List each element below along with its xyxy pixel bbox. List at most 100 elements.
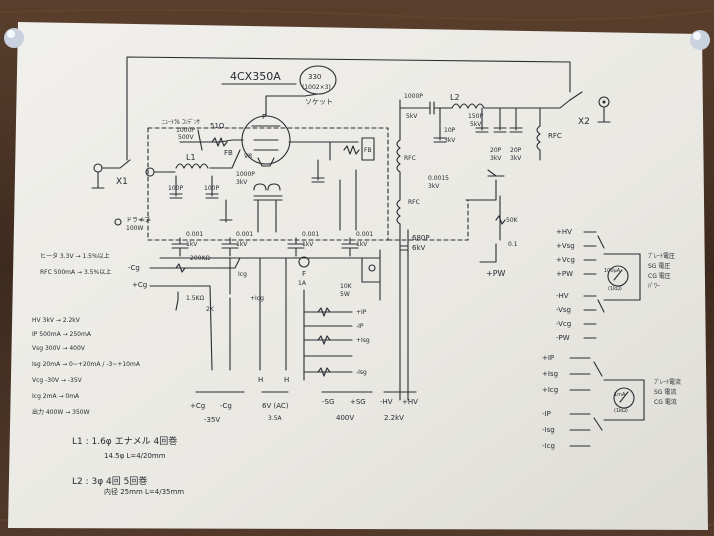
svg-text:1000P: 1000P	[236, 171, 255, 178]
svg-text:1kV: 1kV	[356, 241, 368, 248]
coil-l1-label: L1	[186, 153, 196, 162]
svg-text:0.001: 0.001	[356, 231, 373, 238]
cap-680-label: 680P	[412, 234, 430, 242]
plate-choke-label: 330	[308, 73, 321, 81]
coil-l1	[175, 163, 209, 169]
relay-bypass-wire	[126, 56, 571, 161]
svg-text:+Cg: +Cg	[190, 402, 205, 410]
heater-note: ヒータ 3.3V → 1.5%以上	[40, 252, 110, 260]
svg-text:出力 400W → 350W: 出力 400W → 350W	[32, 408, 90, 416]
tube-type-label: 4CX350A	[230, 70, 281, 83]
svg-text:H: H	[258, 376, 263, 384]
svg-text:-Vcg: -Vcg	[556, 320, 571, 328]
coil-l2	[451, 99, 571, 109]
svg-text:内径 25mm L=4/35mm: 内径 25mm L=4/35mm	[104, 487, 184, 496]
heater-voltage-label: 6V (AC)	[262, 402, 289, 410]
svg-text:3kV: 3kV	[236, 179, 248, 186]
svg-text:1000P: 1000P	[404, 93, 423, 100]
schematic-drawing: 4CX350A 330 (1002×3) ソケット P X1 ﾆｭｰﾄﾗﾙ ｺﾝ…	[32, 56, 681, 496]
current-meter	[613, 387, 635, 409]
pos-cg-term: +Cg	[132, 281, 147, 289]
svg-text:20P: 20P	[490, 147, 502, 154]
svg-text:HV 3kV → 2.2kV: HV 3kV → 2.2kV	[32, 317, 81, 324]
svg-text:+HV: +HV	[556, 228, 572, 236]
socket-label: ソケット	[305, 98, 333, 106]
svg-text:1000P: 1000P	[176, 127, 195, 134]
svg-text:H: H	[284, 376, 289, 384]
svg-text:ﾌﾟﾚｰﾄ電圧: ﾌﾟﾚｰﾄ電圧	[648, 253, 675, 260]
svg-text:50K: 50K	[506, 217, 519, 224]
svg-text:1kV: 1kV	[236, 241, 248, 248]
svg-text:10P: 10P	[444, 127, 456, 134]
hv-voltage-label: 2.2kV	[384, 414, 404, 422]
fb-label: FB	[224, 149, 233, 157]
svg-text:3kV: 3kV	[428, 183, 440, 190]
svg-text:5kV: 5kV	[406, 113, 418, 120]
svg-text:ﾊﾟﾜｰ: ﾊﾟﾜｰ	[648, 283, 660, 290]
svg-text:-Vsg: -Vsg	[556, 306, 571, 314]
svg-text:Vcg -30V → -35V: Vcg -30V → -35V	[32, 377, 83, 384]
svg-text:IP 500mA → 250mA: IP 500mA → 250mA	[32, 331, 92, 338]
res-51-label: 51Ω	[210, 122, 225, 130]
svg-text:SG 電圧: SG 電圧	[648, 263, 670, 270]
svg-text:+Icg: +Icg	[250, 295, 264, 302]
svg-text:500V: 500V	[178, 134, 194, 141]
svg-text:ﾌﾟﾚｰﾄ電流: ﾌﾟﾚｰﾄ電流	[654, 378, 681, 386]
svg-text:Icg: Icg	[238, 271, 247, 278]
svg-text:-SG: -SG	[322, 398, 334, 406]
fuse-label: F	[302, 270, 306, 278]
svg-text:+IP: +IP	[356, 309, 367, 316]
svg-text:(1kΩ): (1kΩ)	[614, 408, 628, 414]
svg-text:RFC: RFC	[404, 155, 416, 162]
sg-voltage-label: 400V	[336, 414, 354, 422]
svg-text:3kV: 3kV	[510, 155, 522, 162]
svg-text:+Isg: +Isg	[542, 370, 558, 378]
svg-text:+HV: +HV	[402, 398, 418, 406]
svg-text:+Vsg: +Vsg	[556, 242, 575, 250]
svg-text:(1kΩ): (1kΩ)	[608, 286, 622, 292]
voltage-meter-switch: +HV +Vsg +Vcg +PW -HV -Vsg -Vcg -PW 100μ…	[556, 228, 675, 342]
coil-l2-label: L2	[450, 93, 460, 102]
coil-l1-desc: L1 : 1.6φ エナメル 4回巻	[72, 435, 177, 447]
svg-text:1mA: 1mA	[614, 392, 626, 398]
spec-list: HV 3kV → 2.2kV IP 500mA → 250mA Vsg 300V…	[32, 317, 141, 416]
connector-x1-label: X1	[116, 177, 128, 187]
svg-text:6kV: 6kV	[412, 244, 426, 252]
push-pin-left	[4, 28, 24, 48]
svg-text:+IP: +IP	[542, 354, 554, 362]
svg-text:0.001: 0.001	[236, 231, 253, 238]
svg-text:CG 電流: CG 電流	[654, 398, 677, 406]
svg-text:-HV: -HV	[380, 398, 393, 406]
svg-text:0.0015: 0.0015	[428, 175, 449, 182]
svg-text:Vsg 300V → 400V: Vsg 300V → 400V	[32, 345, 86, 352]
svg-text:200KΩ: 200KΩ	[190, 255, 210, 262]
svg-text:14.5φ L=4/20mm: 14.5φ L=4/20mm	[104, 452, 166, 460]
svg-text:FB: FB	[364, 147, 372, 154]
svg-text:+PW: +PW	[556, 270, 573, 278]
svg-text:-PW: -PW	[556, 334, 570, 342]
svg-text:+SG: +SG	[350, 398, 366, 406]
svg-text:3kV: 3kV	[490, 155, 502, 162]
output-connector-x2	[598, 96, 610, 108]
svg-text:100W: 100W	[126, 225, 143, 232]
vr-label: VR	[244, 153, 252, 160]
svg-text:1kV: 1kV	[186, 241, 198, 248]
push-pin-right	[690, 30, 710, 50]
connector-x2-label: X2	[578, 117, 590, 127]
svg-text:20P: 20P	[510, 147, 522, 154]
voltage-meter	[607, 265, 629, 287]
pw-terminal: +PW	[486, 269, 506, 278]
svg-text:1kV: 1kV	[302, 241, 314, 248]
svg-text:1A: 1A	[298, 280, 307, 287]
shield-enclosure	[147, 127, 389, 241]
rfc-plate	[396, 139, 401, 173]
svg-text:SG 電流: SG 電流	[654, 388, 676, 396]
svg-text:RFC: RFC	[548, 132, 562, 140]
svg-text:3kV: 3kV	[444, 137, 456, 144]
current-meter-switch: +IP +Isg +Icg -IP -Isg -Icg 1mA (1kΩ) ﾌﾟ…	[542, 354, 681, 450]
neutral-cap-label: ﾆｭｰﾄﾗﾙ ｺﾝﾃﾞﾝｻ	[162, 119, 200, 126]
svg-text:RFC: RFC	[408, 199, 420, 206]
svg-text:Isg 20mA → 0~+20mA / -3~+10mA: Isg 20mA → 0~+20mA / -3~+10mA	[32, 361, 141, 368]
